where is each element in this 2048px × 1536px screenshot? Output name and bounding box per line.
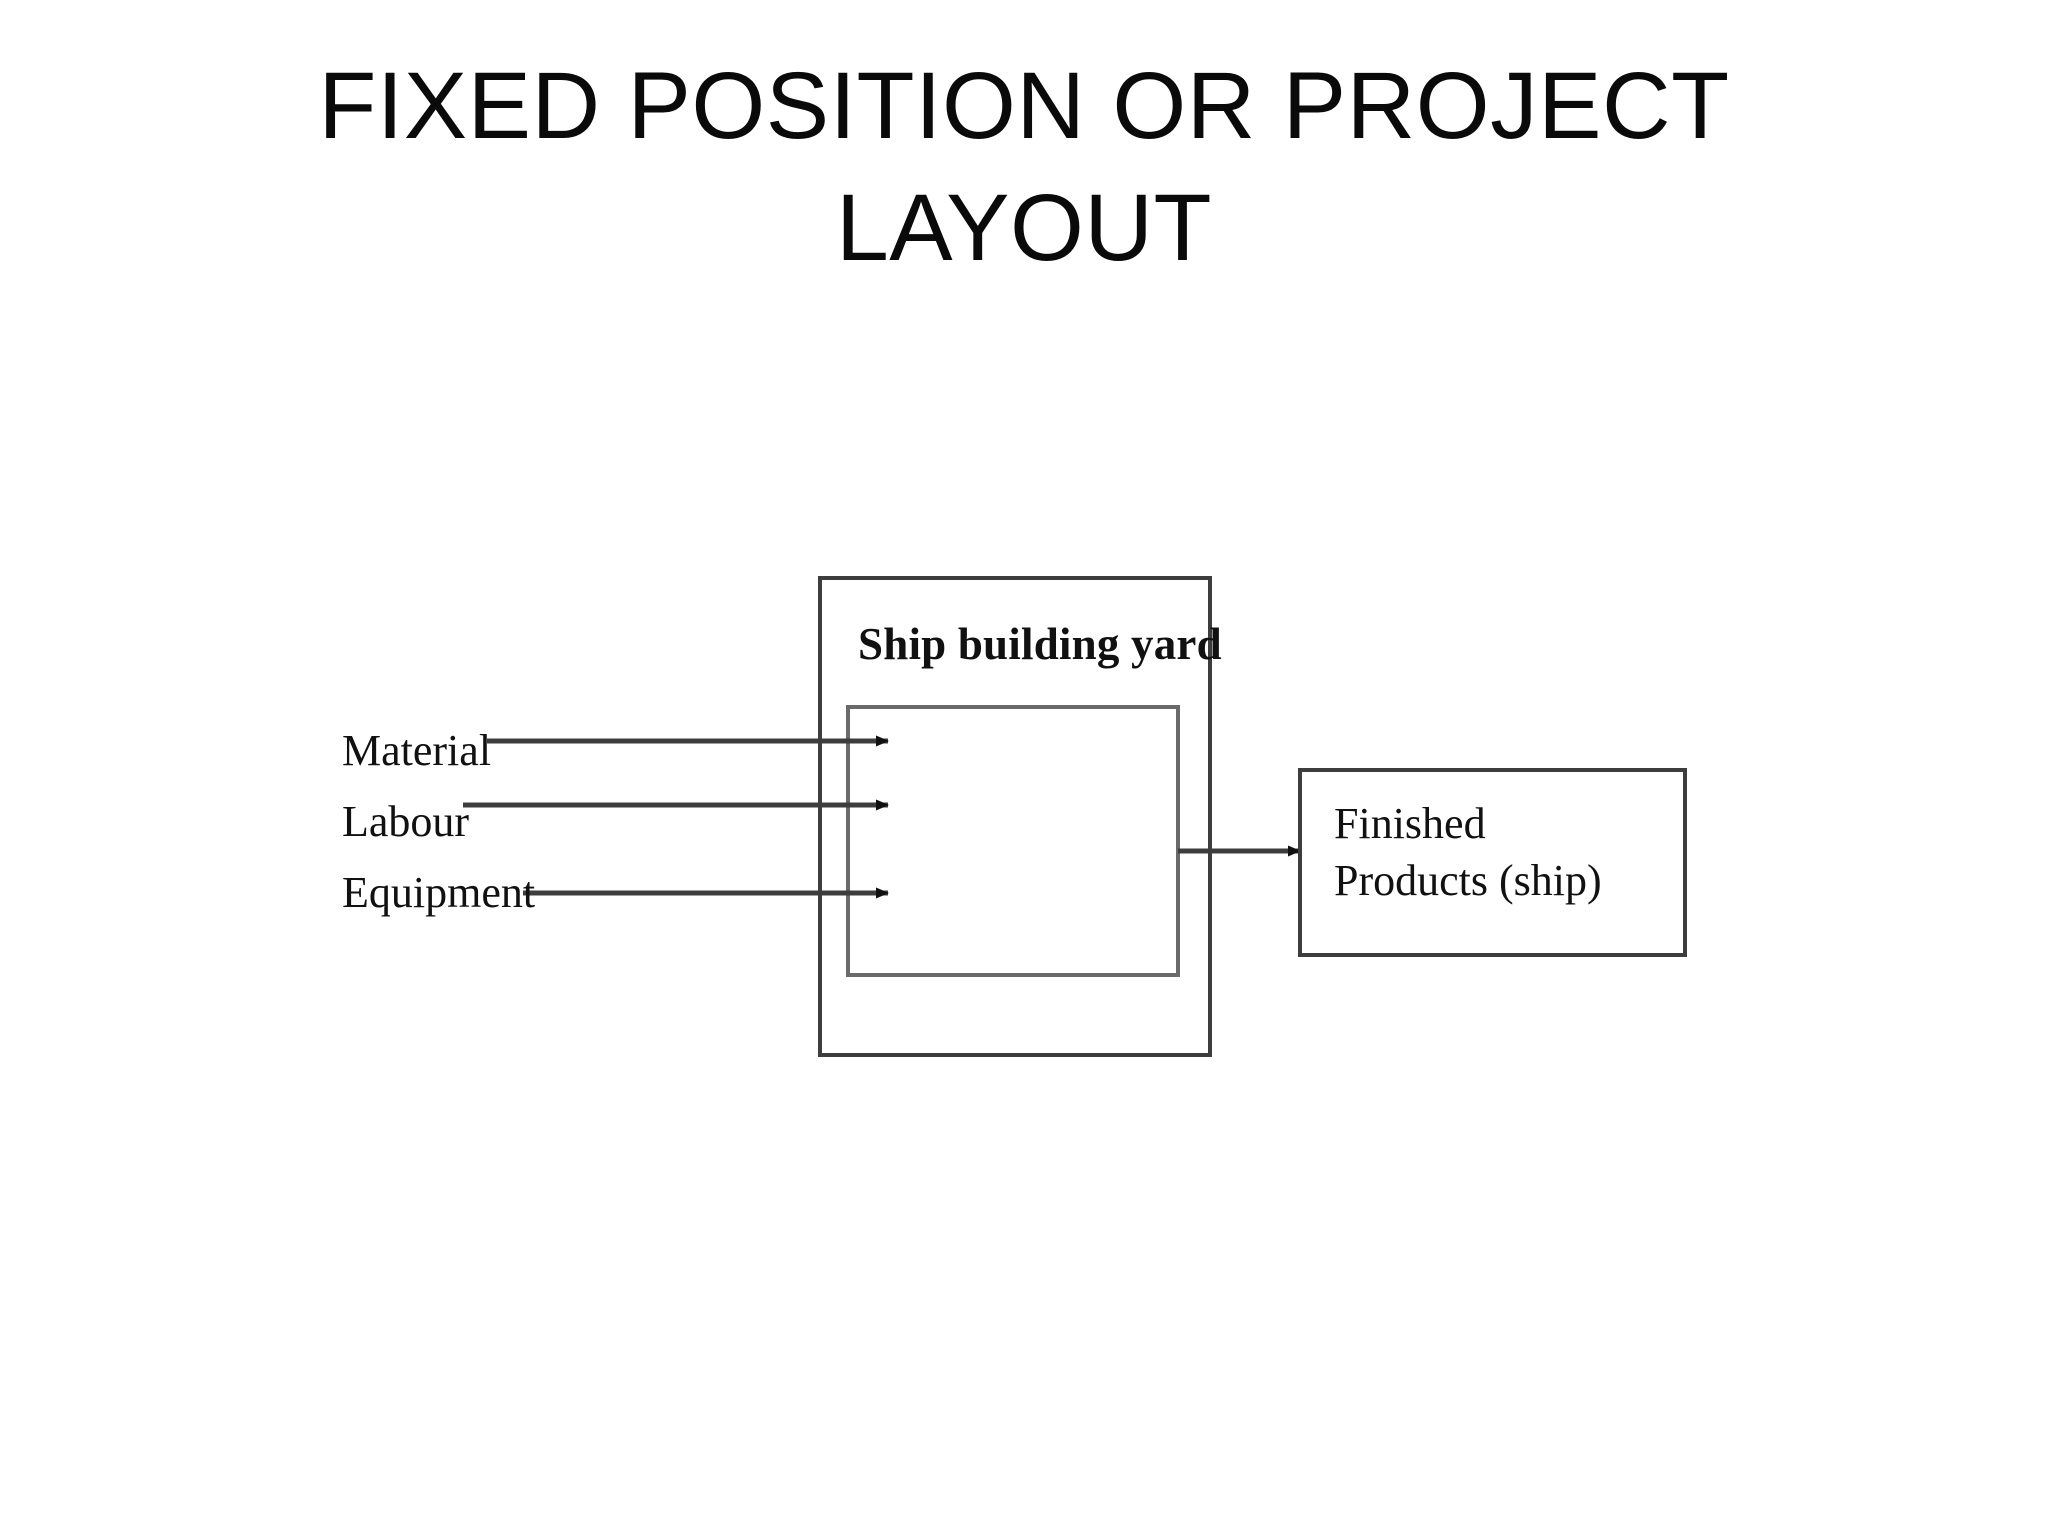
- process-label-ship-building-yard: Ship building yard: [858, 619, 1222, 669]
- output-label-line-2: Products (ship): [1334, 856, 1602, 906]
- ship-building-yard-inner-box: [846, 705, 1180, 977]
- input-label-equipment: Equipment: [342, 868, 536, 917]
- page-title: FIXED POSITION OR PROJECT LAYOUT: [150, 46, 1898, 289]
- finished-products-box: [1298, 768, 1687, 957]
- page-title-line-2: LAYOUT: [835, 174, 1213, 281]
- output-label-line-1: Finished: [1334, 799, 1486, 848]
- ship-building-yard-outer-box: [818, 576, 1212, 1057]
- page-title-line-1: FIXED POSITION OR PROJECT: [318, 53, 1730, 159]
- input-label-labour: Labour: [342, 797, 470, 846]
- input-label-material: Material: [342, 726, 492, 775]
- output-label-finished-products: Finished Products (ship): [1334, 795, 1602, 909]
